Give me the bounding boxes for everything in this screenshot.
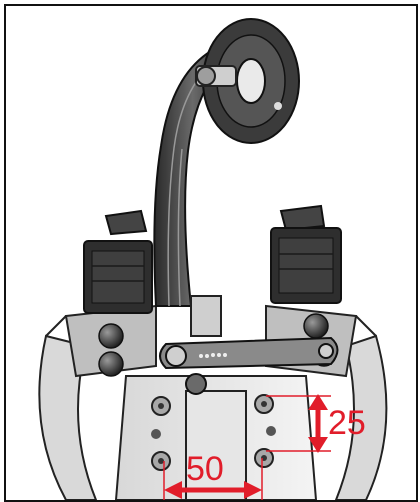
linkage-bar — [159, 336, 339, 395]
dimension-vertical: 25 — [266, 394, 366, 453]
curved-arm — [153, 49, 234, 337]
left-buckle — [83, 209, 153, 314]
mounting-bolts — [151, 394, 276, 471]
pivot-disc — [195, 18, 300, 144]
dimension-25-label: 25 — [328, 404, 366, 442]
mounting-plate — [114, 375, 318, 500]
dimension-50-label: 50 — [186, 450, 224, 488]
right-buckle — [270, 204, 342, 304]
mechanical-diagram: 25 50 — [38, 18, 388, 500]
dimension-horizontal: 50 — [163, 450, 263, 500]
figure-frame: 25 50 — [4, 4, 418, 502]
